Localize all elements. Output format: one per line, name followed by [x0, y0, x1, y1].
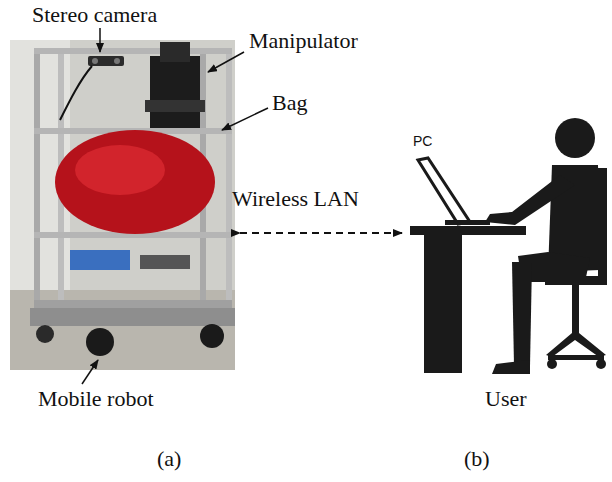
subfigure-label: (a) — [157, 446, 181, 471]
device-label: PC — [413, 133, 432, 149]
subfigure-label: (b) — [464, 446, 490, 471]
part-name: Manipulator — [249, 28, 358, 53]
robot-photo — [10, 40, 235, 370]
leader-arrow — [222, 108, 268, 130]
wireless-arrow — [240, 232, 402, 234]
part-name: Mobile robot — [38, 386, 154, 411]
leader-arrow — [99, 28, 101, 52]
user-silhouette — [410, 118, 607, 374]
part-name: Stereo camera — [32, 2, 157, 27]
leader-arrow — [82, 360, 98, 384]
part-name: User — [485, 386, 527, 411]
part-name: Bag — [272, 90, 307, 115]
link-label: Wireless LAN — [232, 186, 359, 211]
leader-arrow — [208, 52, 244, 72]
